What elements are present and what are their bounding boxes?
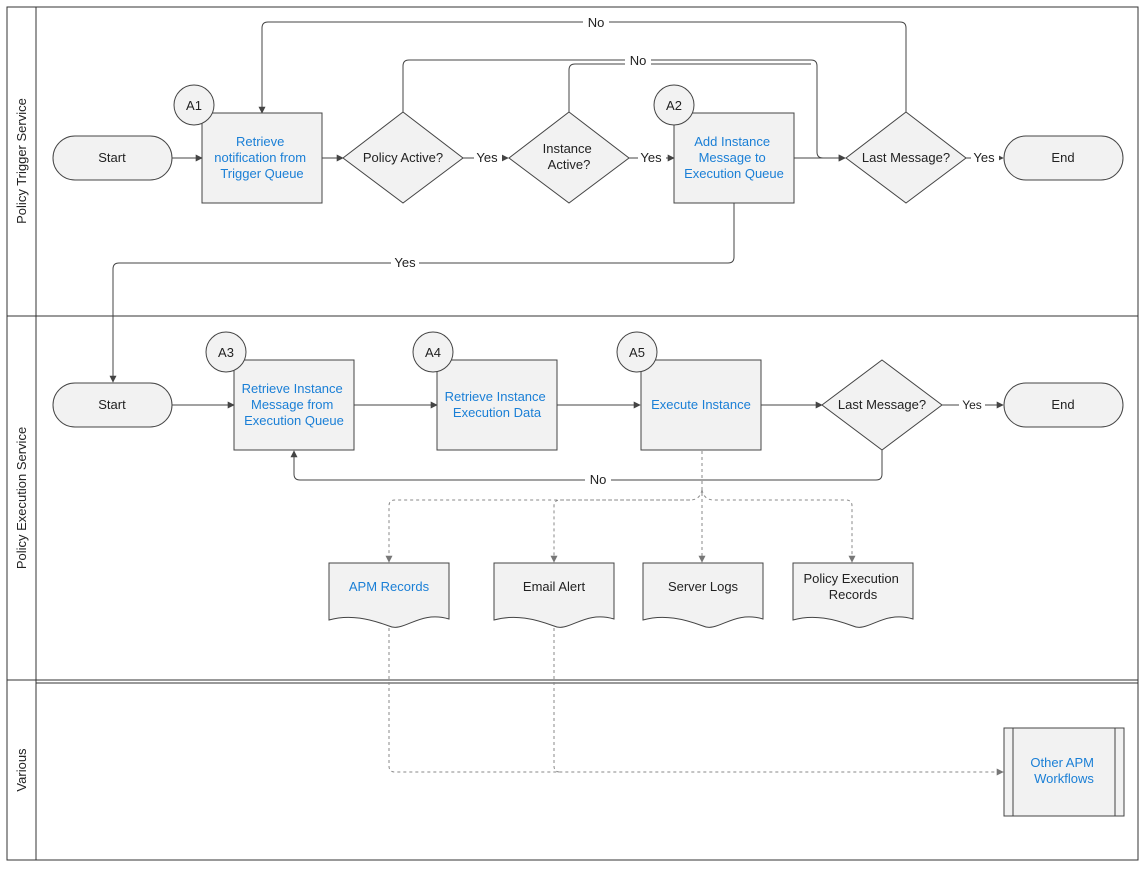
- document-server-logs[interactable]: Server Logs: [642, 562, 764, 628]
- process-retrieve-instance-message-label: Retrieve Instance Message from Execution…: [242, 381, 347, 428]
- process-retrieve-notification[interactable]: Retrieve notification from Trigger Queue: [201, 112, 323, 204]
- process-execute-instance-label: Execute Instance: [651, 397, 751, 412]
- process-retrieve-execution-data-label: Retrieve Instance Execution Data: [445, 389, 550, 420]
- subprocess-other-apm-workflows-label: Other APM Workflows: [1030, 755, 1097, 786]
- output-connectors: [385, 451, 1004, 776]
- process-execute-instance[interactable]: Execute Instance: [640, 359, 762, 451]
- decision-last-message-execution[interactable]: Last Message?: [821, 359, 943, 451]
- lane-title-various: Various: [14, 748, 29, 792]
- decision-policy-active[interactable]: Policy Active?: [342, 111, 464, 204]
- document-email-alert-label: Email Alert: [523, 579, 586, 594]
- end-terminal-execution-label: End: [1051, 397, 1074, 412]
- badge-a1: A1: [173, 84, 215, 126]
- start-terminal-trigger-label: Start: [98, 150, 126, 165]
- badge-a5: A5: [616, 331, 658, 373]
- subprocess-other-apm-workflows[interactable]: Other APM Workflows: [1003, 727, 1125, 817]
- edge-label-no-execution-loop: No: [590, 472, 607, 487]
- decision-instance-active[interactable]: Instance Active?: [508, 111, 630, 204]
- edge-label-yes-instance-active: Yes: [640, 150, 662, 165]
- edge-label-yes-to-execution: Yes: [394, 255, 416, 270]
- badge-a2: A2: [653, 84, 695, 126]
- process-retrieve-notification-label: Retrieve notification from Trigger Queue: [214, 134, 309, 181]
- document-policy-execution-records-label: Policy Execution Records: [803, 571, 902, 602]
- process-add-instance-message[interactable]: Add Instance Message to Execution Queue: [673, 112, 795, 204]
- edge-label-yes-last-message-trigger: Yes: [973, 150, 995, 165]
- lane-title-policy-trigger-service: Policy Trigger Service: [14, 98, 29, 224]
- svg-text:A5: A5: [629, 345, 645, 360]
- svg-text:A4: A4: [425, 345, 441, 360]
- decision-instance-active-label: Instance Active?: [543, 141, 596, 172]
- decision-last-message-trigger-label: Last Message?: [862, 150, 950, 165]
- decision-last-message-execution-label: Last Message?: [838, 397, 926, 412]
- svg-text:A1: A1: [186, 98, 202, 113]
- edge-label-no-inner: No: [630, 53, 647, 68]
- start-terminal-execution[interactable]: Start: [52, 382, 173, 428]
- process-add-instance-message-label: Add Instance Message to Execution Queue: [684, 134, 784, 181]
- document-policy-execution-records[interactable]: Policy Execution Records: [792, 562, 914, 628]
- document-apm-records-label: APM Records: [349, 579, 430, 594]
- svg-text:A2: A2: [666, 98, 682, 113]
- decision-last-message-trigger[interactable]: Last Message?: [845, 111, 967, 204]
- swimlane-frame: [6, 6, 1139, 861]
- lane-title-policy-execution-service: Policy Execution Service: [14, 427, 29, 569]
- edge-label-no-top: No: [588, 15, 605, 30]
- process-retrieve-instance-message[interactable]: Retrieve Instance Message from Execution…: [233, 359, 355, 451]
- document-server-logs-label: Server Logs: [668, 579, 739, 594]
- document-apm-records[interactable]: APM Records: [328, 562, 450, 628]
- svg-text:A3: A3: [218, 345, 234, 360]
- edge-label-yes-last-message-execution: Yes: [962, 398, 982, 412]
- end-terminal-execution[interactable]: End: [1003, 382, 1124, 428]
- document-email-alert[interactable]: Email Alert: [493, 562, 615, 628]
- end-terminal-trigger-label: End: [1051, 150, 1074, 165]
- start-terminal-trigger[interactable]: Start: [52, 135, 173, 181]
- edge-label-yes-policy-active: Yes: [476, 150, 498, 165]
- badge-a3: A3: [205, 331, 247, 373]
- decision-policy-active-label: Policy Active?: [363, 150, 443, 165]
- edge-labels: No No Yes Yes Yes Yes Yes No: [391, 14, 999, 488]
- badge-a4: A4: [412, 331, 454, 373]
- process-retrieve-execution-data[interactable]: Retrieve Instance Execution Data: [436, 359, 558, 451]
- start-terminal-execution-label: Start: [98, 397, 126, 412]
- end-terminal-trigger[interactable]: End: [1003, 135, 1124, 181]
